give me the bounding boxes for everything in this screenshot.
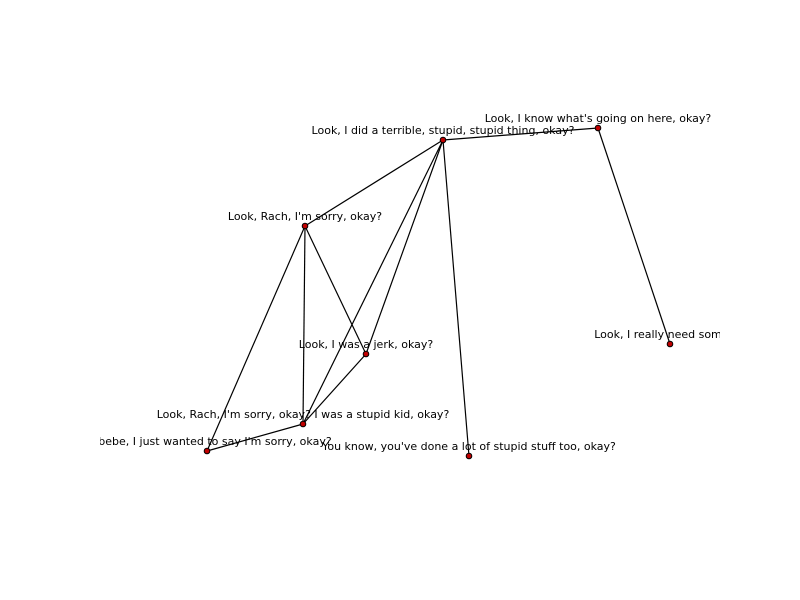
edge-n2-n6 — [302, 139, 444, 425]
edge-n2-n8 — [442, 139, 470, 457]
graph-node-n6 — [299, 420, 307, 428]
edges-layer — [206, 127, 671, 457]
graph-node-n1 — [594, 124, 602, 132]
node-label-n5: Look, I was a jerk, okay? — [299, 338, 434, 351]
node-label-n2: Look, I did a terrible, stupid, stupid t… — [312, 124, 575, 137]
graph-node-n3 — [301, 222, 309, 230]
node-label-n4: Look, I really need some he — [594, 328, 746, 341]
edge-n3-n7 — [206, 225, 306, 452]
edge-n6-n7 — [206, 423, 304, 452]
edge-n2-n5 — [365, 139, 444, 355]
node-label-n8: You know, you've done a lot of stupid st… — [321, 440, 616, 453]
labels-layer: Look, I know what's going on here, okay?… — [98, 112, 746, 453]
node-label-n6: Look, Rach, I'm sorry, okay? I was a stu… — [157, 408, 450, 421]
edge-n3-n5 — [304, 225, 367, 355]
node-label-n7: bebe, I just wanted to say I'm sorry, ok… — [98, 435, 332, 448]
node-label-n1: Look, I know what's going on here, okay? — [485, 112, 712, 125]
nodes-layer — [203, 124, 674, 460]
edge-n5-n6 — [302, 353, 367, 425]
graph-node-n2 — [439, 136, 447, 144]
edge-n2-n3 — [304, 139, 444, 227]
edge-n1-n4 — [597, 127, 671, 345]
graph-node-n8 — [465, 452, 473, 460]
edge-n2-n1 — [442, 127, 599, 141]
node-label-n3: Look, Rach, I'm sorry, okay? — [228, 210, 382, 223]
graph-node-n4 — [666, 340, 674, 348]
graph-node-n5 — [362, 350, 370, 358]
edge-n3-n6 — [302, 225, 306, 425]
graph-node-n7 — [203, 447, 211, 455]
